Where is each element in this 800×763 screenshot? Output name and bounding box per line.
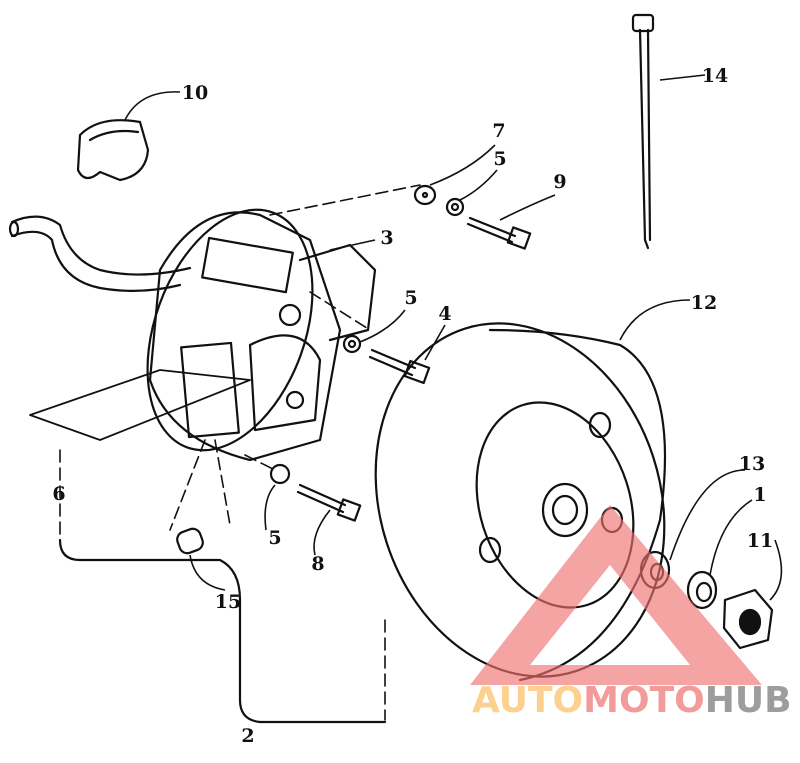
callout-label: 2	[241, 725, 254, 747]
washer-7	[413, 184, 437, 206]
callout-label: 3	[380, 227, 393, 249]
callout-label: 10	[182, 82, 208, 104]
callout-label: 5	[268, 527, 281, 549]
assembly-bracket	[58, 538, 387, 724]
spacer-15	[176, 527, 204, 555]
callout-label: 5	[493, 148, 506, 170]
washer-5-mid	[342, 334, 362, 354]
callout-label: 9	[553, 171, 566, 193]
panel-outline	[29, 369, 251, 441]
leader-dashes	[59, 184, 421, 721]
callout-leaders	[124, 74, 783, 601]
callout-label: 4	[438, 303, 451, 325]
callout-label: 14	[702, 65, 728, 87]
watermark-auto: AUTO	[472, 680, 583, 721]
flywheel-12	[374, 322, 667, 682]
watermark-logo: AUTOMOTOHUB	[470, 505, 792, 721]
watermark-hub: HUB	[705, 680, 792, 721]
washer-5-top	[445, 197, 465, 217]
callout-label: 8	[311, 553, 324, 575]
cable-tie-14	[631, 13, 655, 250]
callout-label: 6	[52, 483, 65, 505]
watermark-triangle	[470, 505, 762, 685]
callout-label: 1	[753, 484, 766, 506]
stator-assembly	[146, 208, 377, 462]
cap-part-10	[76, 119, 150, 182]
callout-label: 7	[492, 120, 505, 142]
wire-harness	[8, 215, 192, 292]
callout-label: 11	[747, 530, 773, 552]
svg-text:AUTOMOTOHUB: AUTOMOTOHUB	[472, 680, 792, 721]
callout-label: 15	[215, 591, 241, 613]
washer-5-low	[269, 463, 291, 485]
callout-label: 5	[404, 287, 417, 309]
screw-8	[296, 483, 362, 522]
watermark-moto: MOTO	[583, 680, 705, 721]
callout-label: 13	[739, 453, 765, 475]
screw-9	[466, 216, 532, 250]
callout-label: 12	[691, 292, 717, 314]
nut-11	[722, 588, 774, 650]
washer-1	[686, 570, 718, 610]
